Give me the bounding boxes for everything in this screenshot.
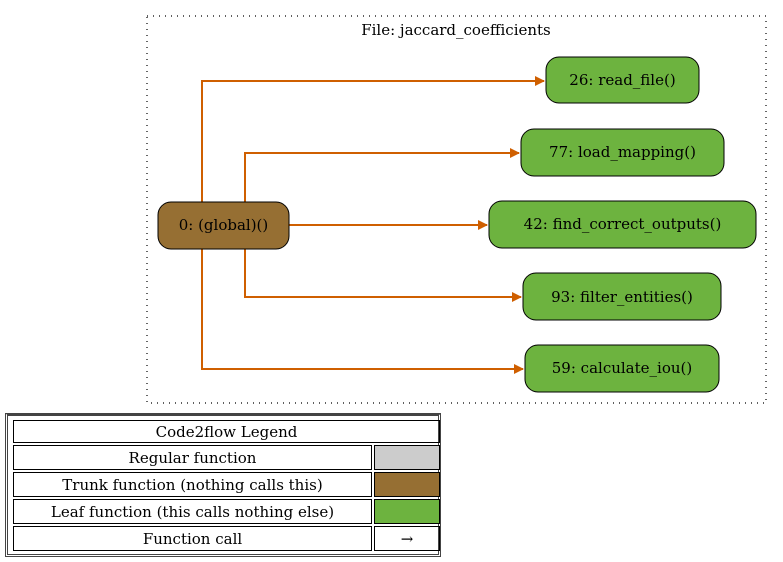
legend-row-label: Regular function [13,445,372,470]
legend-swatch-trunk [374,472,440,497]
legend-row-label: Function call [13,526,372,551]
legend-title-row: Code2flow Legend [13,420,440,443]
edge-global-to-calculate-iou [201,249,524,374]
node-read-file[interactable]: 26: read_file() [545,56,700,104]
node-find-correct-outputs[interactable]: 42: find_correct_outputs() [488,200,757,249]
node-filter-entities-label: 93: filter_entities() [551,288,693,306]
legend-row: Regular function [13,445,440,470]
node-global-box [157,201,290,250]
legend-swatch-regular [374,445,440,470]
legend-arrow-symbol: → [374,526,440,551]
edge-global-to-read-file [201,76,545,202]
legend-row-label: Trunk function (nothing calls this) [13,472,372,497]
legend-row: Function call → [13,526,440,551]
edge-global-to-filter-entities [244,249,522,302]
cluster-title: File: jaccard_coefficients [361,21,551,39]
legend-row-label: Leaf function (this calls nothing else) [13,499,372,524]
node-global[interactable]: 0: (global)() [157,201,290,250]
edge-global-to-load-mapping [244,148,520,202]
file-cluster: File: jaccard_coefficients [146,15,767,404]
cluster-border [146,15,767,404]
legend-title: Code2flow Legend [13,420,440,443]
node-find-correct-outputs-label: 42: find_correct_outputs() [524,215,722,233]
legend-row: Trunk function (nothing calls this) [13,472,440,497]
node-calculate-iou-label: 59: calculate_iou() [552,359,692,377]
node-load-mapping-box [520,128,725,177]
node-read-file-box [545,56,700,104]
legend-swatch-leaf [374,499,440,524]
node-load-mapping-label: 77: load_mapping() [549,143,696,161]
node-find-correct-outputs-box [488,200,757,249]
node-load-mapping[interactable]: 77: load_mapping() [520,128,725,177]
legend: Code2flow Legend Regular function Trunk … [5,413,441,557]
node-calculate-iou[interactable]: 59: calculate_iou() [524,344,720,393]
node-read-file-label: 26: read_file() [569,71,675,89]
edges-layer [201,76,545,374]
node-filter-entities[interactable]: 93: filter_entities() [522,272,722,321]
legend-table: Code2flow Legend Regular function Trunk … [11,418,442,553]
nodes-layer: 0: (global)() 26: read_file() 77: load_m… [157,56,757,393]
node-global-label: 0: (global)() [179,216,269,234]
node-calculate-iou-box [524,344,720,393]
legend-row: Leaf function (this calls nothing else) [13,499,440,524]
node-filter-entities-box [522,272,722,321]
